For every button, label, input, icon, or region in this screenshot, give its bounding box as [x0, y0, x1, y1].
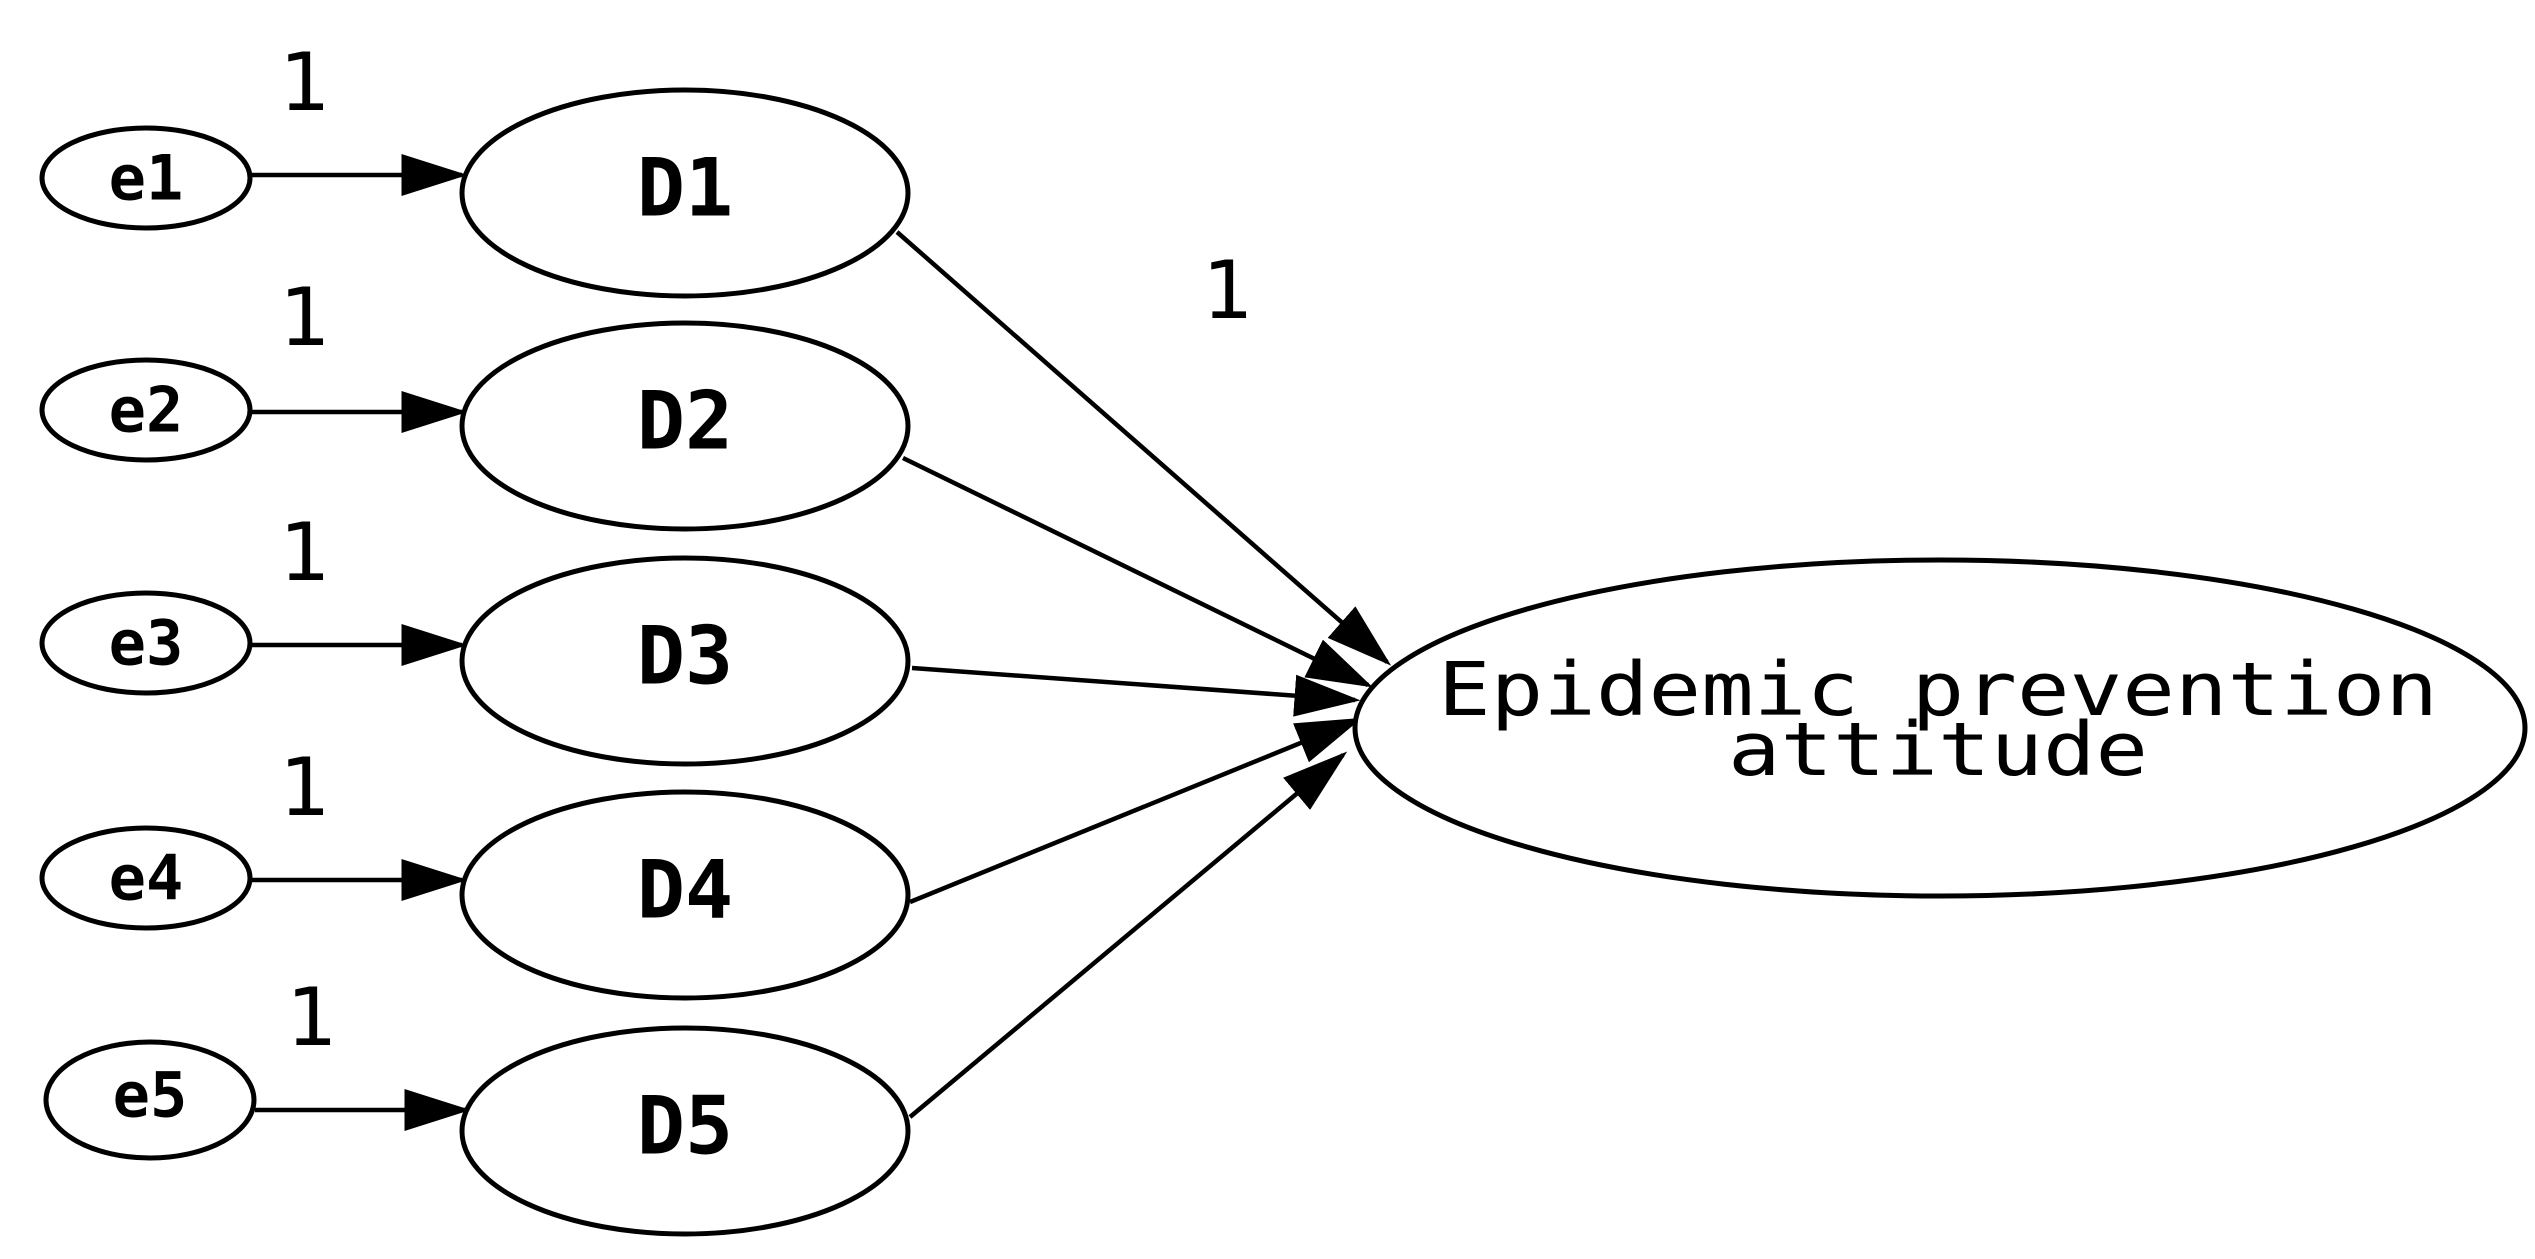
- error-node-label: e3: [109, 607, 184, 680]
- latent-node-label-line2: attitude: [1728, 707, 2148, 793]
- edge-d3-latent: [911, 665, 1361, 717]
- error-node-e1: e1: [39, 125, 253, 231]
- path-weight-label: 1: [280, 271, 331, 364]
- loading-weight-label: 1: [1203, 244, 1254, 337]
- path-weight-label: 1: [280, 741, 331, 834]
- path-weight-label: 1: [280, 36, 331, 129]
- path-weight-label: 1: [280, 506, 331, 599]
- dimension-node-d5: D5: [459, 1025, 911, 1237]
- error-node-label: e1: [109, 142, 184, 215]
- edge-d1-latent: [895, 230, 1392, 666]
- edge-d4-latent: [909, 717, 1363, 905]
- dimension-node-label: D3: [637, 610, 733, 703]
- dimension-node-label: D2: [637, 375, 733, 468]
- error-node-e2: e2: [39, 357, 253, 463]
- edge-d2-latent: [902, 455, 1373, 688]
- dimension-node-label: D1: [637, 142, 733, 235]
- edge-d5-latent: [908, 751, 1348, 1119]
- dimension-node-label: D5: [637, 1080, 733, 1173]
- path-weight-label: 1: [287, 971, 338, 1064]
- error-node-label: e5: [113, 1059, 188, 1132]
- latent-node-epidemic-prevention-attitude: Epidemic prevention attitude: [1352, 557, 2528, 899]
- error-node-label: e4: [109, 842, 184, 915]
- dimension-node-d1: D1: [459, 87, 911, 299]
- latent-node-label-line1: Epidemic prevention: [1438, 647, 2438, 733]
- error-node-e3: e3: [39, 590, 253, 696]
- error-node-e5: e5: [43, 1039, 257, 1161]
- dimension-node-d4: D4: [459, 789, 911, 1001]
- dimension-node-d3: D3: [459, 555, 911, 767]
- error-node-e4: e4: [39, 825, 253, 931]
- dimension-node-label: D4: [637, 844, 733, 937]
- error-node-label: e2: [109, 374, 184, 447]
- dimension-node-d2: D2: [459, 320, 911, 532]
